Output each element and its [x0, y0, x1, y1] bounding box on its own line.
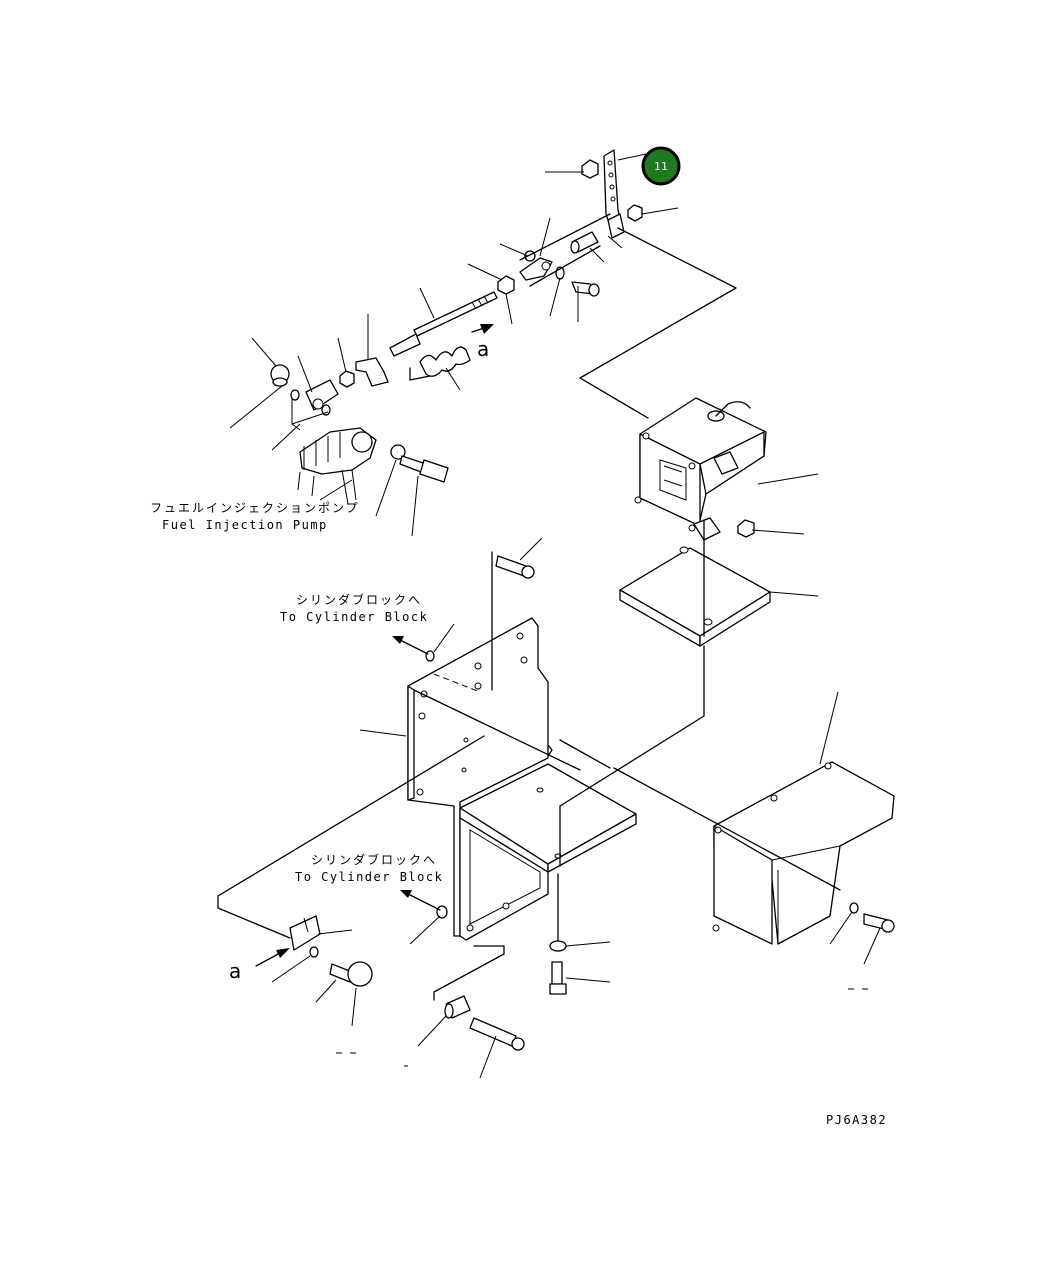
leader-lines	[229, 153, 881, 1079]
label-cyl-block-2-jp: シリンダブロックへ	[311, 852, 437, 867]
nut-left	[339, 370, 355, 388]
ball-joint-bottom	[329, 961, 373, 987]
label-a-top: a	[477, 337, 489, 361]
washer-bracket	[425, 650, 435, 662]
label-cyl-block-1-en: To Cylinder Block	[280, 610, 428, 624]
throttle-lever	[603, 149, 625, 239]
ball-joint-left	[270, 364, 290, 387]
washer-left	[290, 389, 300, 401]
fuel-injection-pump	[297, 427, 377, 505]
label-a-bottom: a	[229, 959, 241, 983]
spacer	[444, 995, 471, 1019]
bolt-plate	[549, 961, 567, 995]
badge-number: 11	[654, 160, 668, 173]
nut-rod	[497, 275, 515, 295]
rod-end-upper	[519, 250, 553, 281]
bolt-lever	[570, 231, 599, 254]
label-cyl-block-1-jp: シリンダブロックへ	[296, 592, 422, 607]
nut-actuator	[737, 519, 755, 538]
bolt-upper-bracket	[495, 555, 535, 579]
rod-bracket	[355, 357, 389, 387]
washer-cover	[849, 902, 859, 914]
arrow-a-bottom	[255, 948, 290, 967]
washer-plate	[549, 940, 567, 952]
label-fuel-pump-en: Fuel Injection Pump	[162, 518, 328, 532]
bolt-lower	[469, 1017, 525, 1051]
washer-bottom	[309, 946, 319, 958]
arrow-a-top	[471, 324, 494, 334]
mounting-plate	[619, 546, 771, 647]
bolt-cover	[863, 913, 895, 933]
cover-guard	[712, 761, 895, 945]
rod-boot	[419, 346, 471, 377]
lever-arm-pump	[390, 444, 449, 483]
rod-end-left	[305, 379, 339, 411]
arrow-to-cylinder-1	[392, 636, 429, 655]
label-cyl-block-2-en: To Cylinder Block	[295, 870, 443, 884]
main-bracket	[407, 617, 637, 941]
label-fuel-pump-jp: フュエルインジェクションポンプ	[150, 501, 360, 515]
control-rod	[389, 291, 498, 357]
actuator-motor	[634, 397, 767, 541]
lever-bottom	[289, 915, 321, 951]
arrow-to-cylinder-2	[400, 890, 441, 911]
item-number-badge[interactable]: 11	[641, 146, 681, 186]
washer-bracket-2	[436, 905, 448, 919]
nut-right	[627, 204, 643, 222]
drawing-code: PJ6A382	[826, 1113, 887, 1127]
nut-top	[581, 159, 599, 179]
bolt-mid	[571, 281, 600, 297]
assembly-lines	[217, 213, 841, 1001]
